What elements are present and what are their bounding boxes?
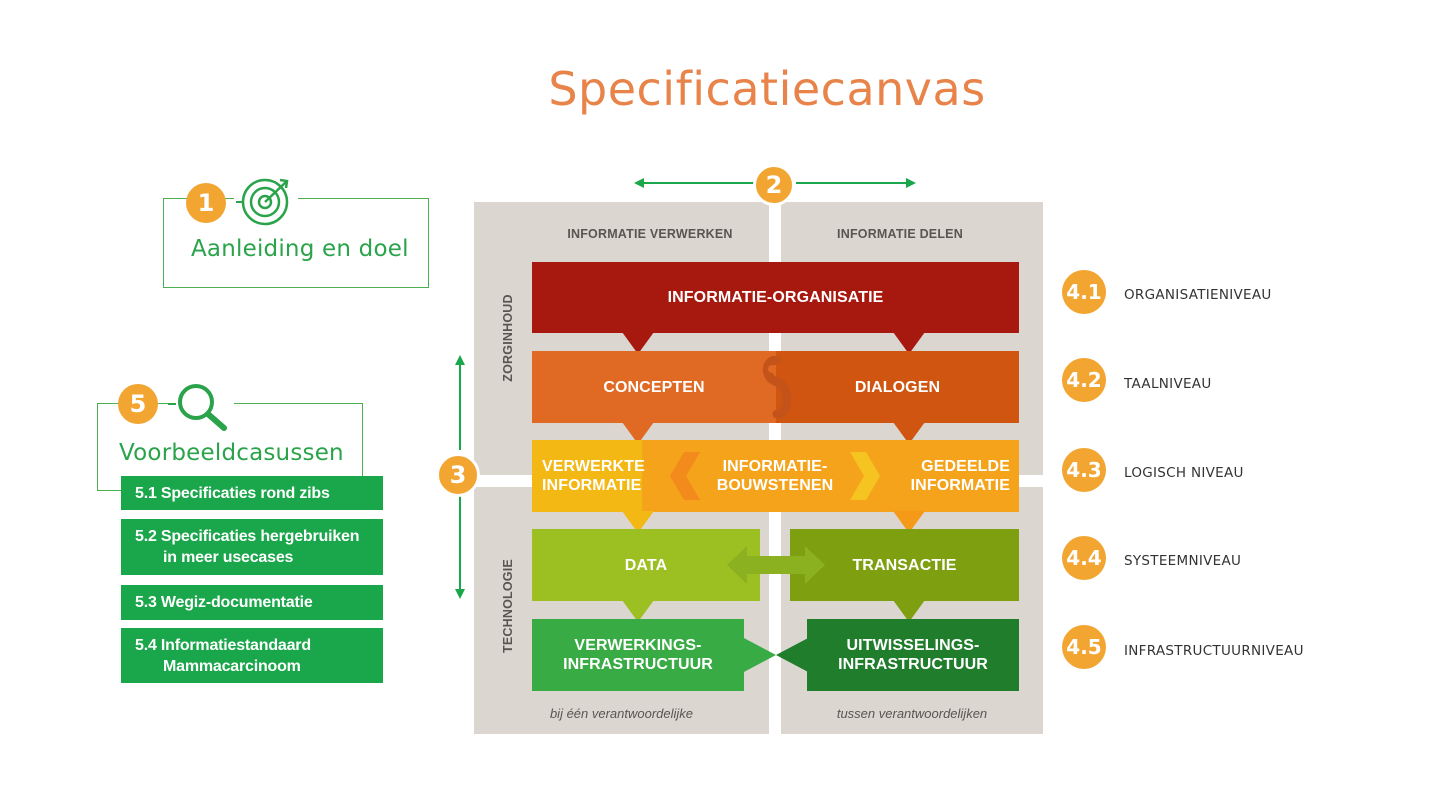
band-label-2: INFRASTRUCTUUR [563,656,713,673]
side-label-technologie: TECHNOLOGIE [501,559,515,653]
footer-right: tussen verantwoordelijken [836,706,988,721]
link-icon [760,355,794,419]
quadrant-bottom-left [474,487,769,734]
band-verwerkte-left [532,440,642,512]
canvas-top-badge: 2 [753,164,795,206]
vertical-double-arrow [451,352,469,602]
band-label: TRANSACTIE [852,556,957,574]
goal-number-badge: 1 [186,183,226,223]
column-header-delen: INFORMATIE DELEN [837,227,963,241]
band-label: CONCEPTEN [603,378,705,396]
case-button-label-2: in meer usecases [163,549,294,566]
band-data[interactable]: DATA [532,529,760,601]
band-label-2: BOUWSTENEN [716,477,834,494]
level-badge-4-4: 4.4 [1062,536,1106,580]
band-label: INFORMATIE- [722,458,828,475]
case-button-5-1[interactable]: 5.1 Specificaties rond zibs [121,476,383,510]
arrow-down [893,600,925,622]
arrow-down [622,332,654,354]
page-title: Specificatiecanvas [548,62,986,116]
band-informatie-organisatie[interactable]: INFORMATIE-ORGANISATIE [532,262,1019,333]
chevron-right-icon [850,452,880,500]
case-button-label: 5.1 Specificaties rond zibs [135,484,330,502]
band-label-2: INFORMATIE [910,477,1010,494]
band-verwerkingsinfrastructuur[interactable]: VERWERKINGS- INFRASTRUCTUUR [532,619,744,691]
band-label: DATA [624,556,668,574]
level-label-4-4[interactable]: SYSTEEMNIVEAU [1124,553,1242,569]
case-button-5-3[interactable]: 5.3 Wegiz-documentatie [121,585,383,620]
band-label: INFORMATIE-ORGANISATIE [667,289,884,306]
arrow-down [893,422,925,444]
arrow-down [622,600,654,622]
band-label-2: INFORMATIE [542,477,642,494]
band-uitwisselingsinfrastructuur[interactable]: UITWISSELINGS- INFRASTRUCTUUR [807,619,1019,691]
cases-label: Voorbeeldcasussen [119,440,344,466]
band-label: VERWERKINGS- [574,637,702,654]
magnifier-icon [168,380,234,432]
canvas-side-badge: 3 [436,453,480,497]
arrow-down [622,422,654,444]
case-button-label: 5.2 Specificaties hergebruiken [135,528,360,545]
band-concepten[interactable]: CONCEPTEN [532,351,776,423]
informatiebouwstenen-label: INFORMATIE- BOUWSTENEN [700,455,850,497]
side-label-zorginhoud: ZORGINHOUD [501,294,515,382]
arrow-down [893,511,925,533]
goal-label: Aanleiding en doel [191,236,409,262]
band-label: UITWISSELINGS- [846,637,980,654]
verwerkte-informatie-label: VERWERKTE INFORMATIE [536,455,646,497]
level-label-4-1[interactable]: ORGANISATIENIVEAU [1124,287,1272,303]
band-transactie[interactable]: TRANSACTIE [790,529,1019,601]
band-label: DIALOGEN [854,378,941,396]
case-button-5-4[interactable]: 5.4 Informatiestandaard Mammacarcinoom [121,628,383,683]
connection-icon [742,629,810,681]
case-button-label: 5.3 Wegiz-documentatie [135,594,313,611]
arrow-down [893,332,925,354]
level-label-4-3[interactable]: LOGISCH NIVEAU [1124,465,1244,481]
quadrant-top-left [474,202,769,475]
level-badge-4-2: 4.2 [1062,358,1106,402]
case-button-5-2[interactable]: 5.2 Specificaties hergebruiken in meer u… [121,519,383,575]
level-badge-4-5: 4.5 [1062,625,1106,669]
column-header-verwerken: INFORMATIE VERWERKEN [567,227,733,241]
footer-left: bij één verantwoordelijke [549,706,694,721]
case-button-label-2: Mammacarcinoom [163,657,301,675]
horizontal-double-arrow [630,174,920,192]
level-badge-4-1: 4.1 [1062,270,1106,314]
band-dialogen[interactable]: DIALOGEN [776,351,1019,423]
exchange-arrow-icon [727,546,825,584]
arrow-down [622,511,654,533]
gedeelde-informatie-label: GEDEELDE INFORMATIE [900,455,1010,497]
band-label-2: INFRASTRUCTUUR [838,656,988,673]
band-label: GEDEELDE [921,458,1010,475]
cases-number-badge: 5 [118,384,158,424]
band-label: VERWERKTE [542,458,645,475]
case-button-label: 5.4 Informatiestandaard [135,636,311,654]
level-badge-4-3: 4.3 [1062,448,1106,492]
target-icon [234,176,298,228]
chevron-left-icon [670,452,700,500]
level-label-4-2[interactable]: TAALNIVEAU [1124,376,1212,392]
level-label-4-5[interactable]: INFRASTRUCTUURNIVEAU [1124,643,1304,659]
